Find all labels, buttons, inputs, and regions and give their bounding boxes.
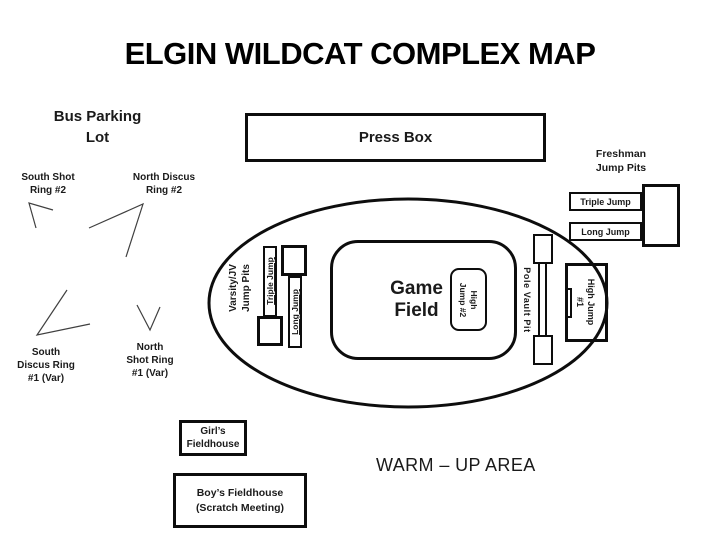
varsity-long-jump-pit xyxy=(281,245,307,276)
label-line: Ring #2 xyxy=(145,185,183,196)
north-discus-ring2-sector-lines xyxy=(88,202,144,258)
label-line: (Scratch Meeting) xyxy=(195,501,285,514)
label-line: #1 (Var) xyxy=(131,368,169,379)
label-line: Discus Ring xyxy=(17,360,75,371)
label-line: North xyxy=(136,342,164,353)
label-line: South xyxy=(31,347,61,358)
label-line: Girl’s xyxy=(200,426,226,437)
pole-vault-box-south xyxy=(533,335,553,365)
freshman-jump-pit xyxy=(642,184,680,247)
high-jump-2-label: High Jump #2 xyxy=(457,283,479,318)
north-shot-ring1-label: North Shot Ring #1 (Var) xyxy=(112,341,188,380)
runway-label: Triple Jump xyxy=(580,196,631,207)
boys-fieldhouse: Boy’s Fieldhouse (Scratch Meeting) xyxy=(173,473,307,528)
pole-vault-box-north xyxy=(533,234,553,264)
label-line: High xyxy=(469,290,479,310)
pole-vault-pit-label: Pole Vault Pit xyxy=(522,267,532,333)
pole-vault-runway xyxy=(538,263,547,336)
south-discus-ring1-label: South Discus Ring #1 (Var) xyxy=(8,346,84,385)
warm-up-area-label: WARM – UP AREA xyxy=(376,455,536,475)
varsity-triple-jump-pit xyxy=(257,316,283,346)
label-line: Ring #2 xyxy=(29,185,67,196)
runway-label: Long Jump xyxy=(581,226,630,237)
label-line: Fieldhouse xyxy=(186,439,240,450)
high-jump-1-pad xyxy=(565,288,572,318)
label-line: #1 (Var) xyxy=(27,373,65,384)
south-shot-ring2-label: South Shot Ring #2 xyxy=(10,171,86,197)
label-line: North Discus xyxy=(132,172,196,183)
varsity-long-jump-runway xyxy=(288,276,302,348)
label-line: Lot xyxy=(85,129,110,146)
label-line: South Shot xyxy=(21,172,75,183)
high-jump-2-area xyxy=(450,268,487,331)
label-line: Bus Parking xyxy=(53,108,142,125)
south-shot-ring2-sector-lines xyxy=(28,202,54,229)
page-title: ELGIN WILDCAT COMPLEX MAP xyxy=(124,36,596,71)
label-line: Boy’s Fieldhouse xyxy=(196,486,284,499)
varsity-jv-jump-pits-label: Varsity/JV Jump Pits xyxy=(227,264,253,312)
south-discus-ring1-sector-lines xyxy=(35,289,91,336)
north-discus-ring2-label: North Discus Ring #2 xyxy=(122,171,206,197)
label-line: Freshman xyxy=(595,148,647,160)
label-line: Varsity/JV xyxy=(228,264,239,312)
label-line: Jump #2 xyxy=(458,282,468,318)
press-box-label: Press Box xyxy=(358,129,433,146)
varsity-long-jump-label: Long Jump xyxy=(290,289,300,335)
high-jump-1-label: High Jump #1 xyxy=(574,279,596,326)
label-line: Jump Pits xyxy=(595,162,647,174)
north-shot-ring1-sector-lines xyxy=(136,304,161,332)
bus-parking-lot-label: Bus Parking Lot xyxy=(30,106,165,148)
press-box: Press Box xyxy=(245,113,546,162)
freshman-long-jump-runway: Long Jump xyxy=(569,222,642,241)
label-line: Field xyxy=(394,300,439,321)
label-line: High Jump xyxy=(586,278,596,326)
label-line: #1 xyxy=(575,296,585,307)
freshman-triple-jump-runway: Triple Jump xyxy=(569,192,642,211)
label-line: Shot Ring xyxy=(126,355,174,366)
label-line: Game xyxy=(390,278,443,299)
varsity-triple-jump-label: Triple Jump xyxy=(265,257,275,305)
game-field: Game Field xyxy=(330,240,517,360)
freshman-jump-pits-label: Freshman Jump Pits xyxy=(580,147,662,175)
girls-fieldhouse: Girl’s Fieldhouse xyxy=(179,420,247,456)
label-line: Jump Pits xyxy=(241,264,252,312)
